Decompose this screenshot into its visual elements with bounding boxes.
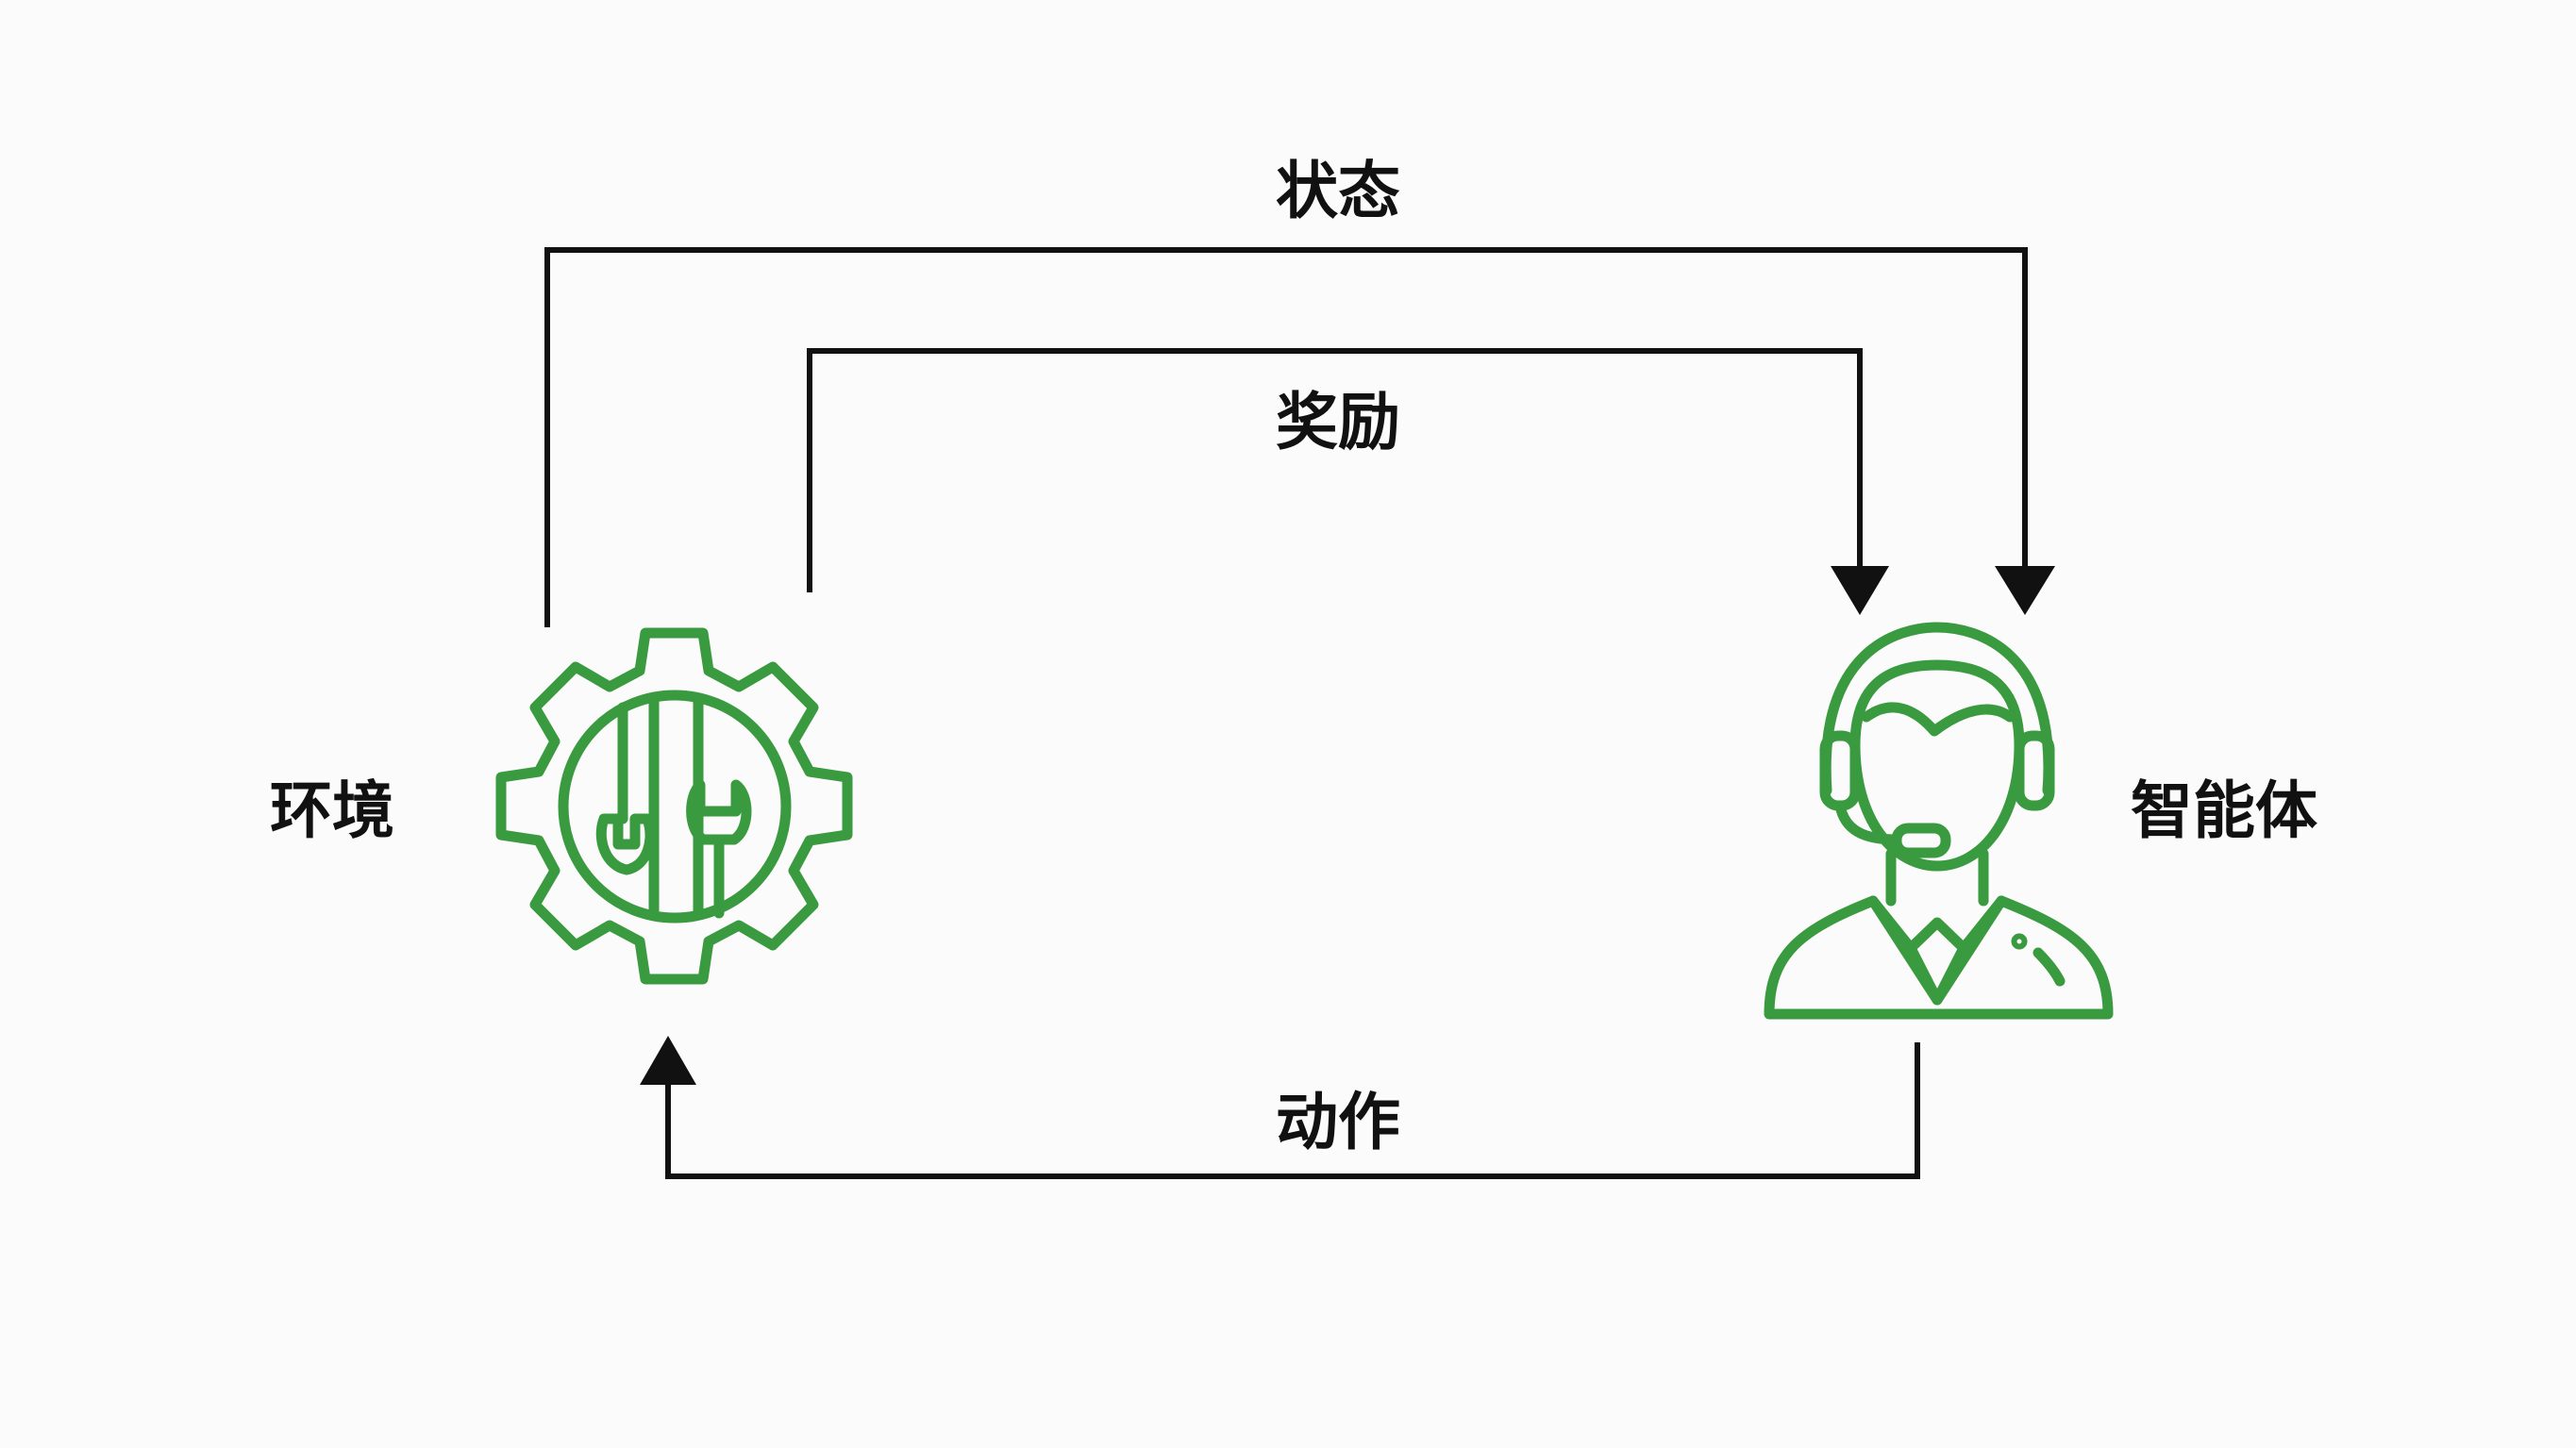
action-label: 动作 xyxy=(1276,1086,1400,1158)
environment-label: 环境 xyxy=(270,774,394,847)
state-arrowhead xyxy=(1995,566,2055,615)
action-arrow xyxy=(640,1036,1920,1179)
reward-label: 奖励 xyxy=(1276,386,1400,458)
headset-person-icon xyxy=(1764,622,2114,1020)
action-arrowhead xyxy=(640,1036,696,1085)
agent-label: 智能体 xyxy=(2131,774,2317,847)
state-label: 状态 xyxy=(1276,155,1400,227)
reward-arrowhead xyxy=(1831,566,1889,615)
state-arrow xyxy=(544,247,2055,627)
reward-arrow xyxy=(807,348,1889,615)
gear-wrench-icon xyxy=(495,627,853,985)
